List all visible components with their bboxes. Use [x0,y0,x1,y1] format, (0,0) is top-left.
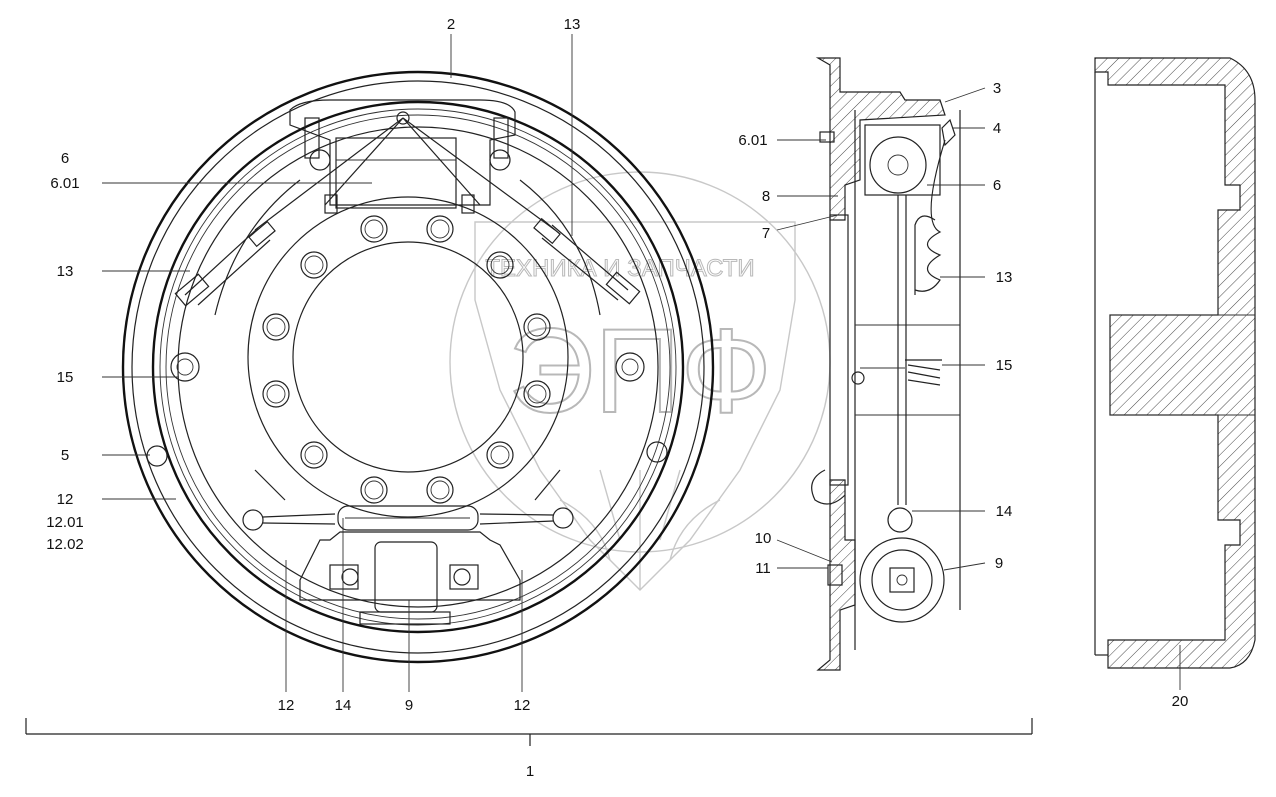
spring-side-15 [905,359,942,386]
label-14-side: 14 [996,503,1013,520]
drum-section-view [1094,57,1256,690]
shoe-left-lower-edge [254,469,286,501]
wheel-cylinder-top [254,99,556,231]
drum-inner-ring [131,80,705,654]
shoe-left-upper [214,179,301,316]
drum-section [1094,57,1256,669]
front-leaders [102,34,573,692]
hold-down-pin-left [170,352,200,382]
watermark-logo: ЭПФ [508,304,772,438]
side-section-view [811,57,961,671]
label-4: 4 [993,120,1001,137]
label-3: 3 [993,80,1001,97]
lower-return-spring [242,505,574,531]
adjuster-bottom [299,531,521,625]
label-10: 10 [755,530,772,547]
bolt-6-01 [819,131,835,143]
label-15-side: 15 [996,357,1013,374]
label-15-left: 15 [57,369,74,386]
label-13-side: 13 [996,269,1013,286]
spring-side-13 [914,139,946,292]
hub-flange [247,196,569,518]
label-6-01-side: 6.01 [738,132,767,149]
cylinder-side [869,136,927,194]
label-12-01: 12.01 [46,514,84,531]
label-6: 6 [61,150,69,167]
pin-side-14 [887,507,913,533]
label-6-01: 6.01 [50,175,79,192]
label-12-02: 12.02 [46,536,84,553]
label-20: 20 [1172,693,1189,710]
bolt-side-11 [827,564,843,586]
plug-left [146,445,168,467]
front-view [121,70,715,664]
watermark-tagline: ТЕХНИКА И ЗАПЧАСТИ [485,255,754,282]
backing-plate-section-top [815,57,946,221]
backing-plate-section-bottom [816,479,856,671]
bolt-holes [262,215,551,504]
shoe-right-lower-edge [534,469,561,501]
side-leaders [776,87,986,571]
label-6-side: 6 [993,177,1001,194]
label-9-bottom: 9 [405,697,413,714]
label-14-bottom: 14 [335,697,352,714]
assembly-bracket [25,718,1033,746]
label-12-bottom-left: 12 [278,697,295,714]
label-5: 5 [61,447,69,464]
lining-outer [151,100,685,634]
label-8: 8 [762,188,770,205]
backing-plate [177,126,659,608]
watermark: ТЕХНИКА И ЗАПЧАСТИ ЭПФ [449,171,831,591]
label-9-side: 9 [995,555,1003,572]
label-12: 12 [57,491,74,508]
drum-outer-ring [121,70,715,664]
label-13-top: 13 [564,16,581,33]
label-13-left: 13 [57,263,74,280]
label-7: 7 [762,225,770,242]
hold-down-pin-right [615,352,645,382]
label-2: 2 [447,16,455,33]
callout-labels: 2 13 6 6.01 13 15 5 12 12.01 12.02 12 14… [46,16,1188,780]
shoe-right-upper [519,179,601,316]
plate-web [829,214,849,486]
plug-right [646,441,668,463]
label-1: 1 [526,763,534,780]
label-12-bottom-right: 12 [514,697,531,714]
hub-bore [292,241,524,473]
label-11: 11 [755,560,771,577]
adjuster-wheel-side [859,537,945,623]
